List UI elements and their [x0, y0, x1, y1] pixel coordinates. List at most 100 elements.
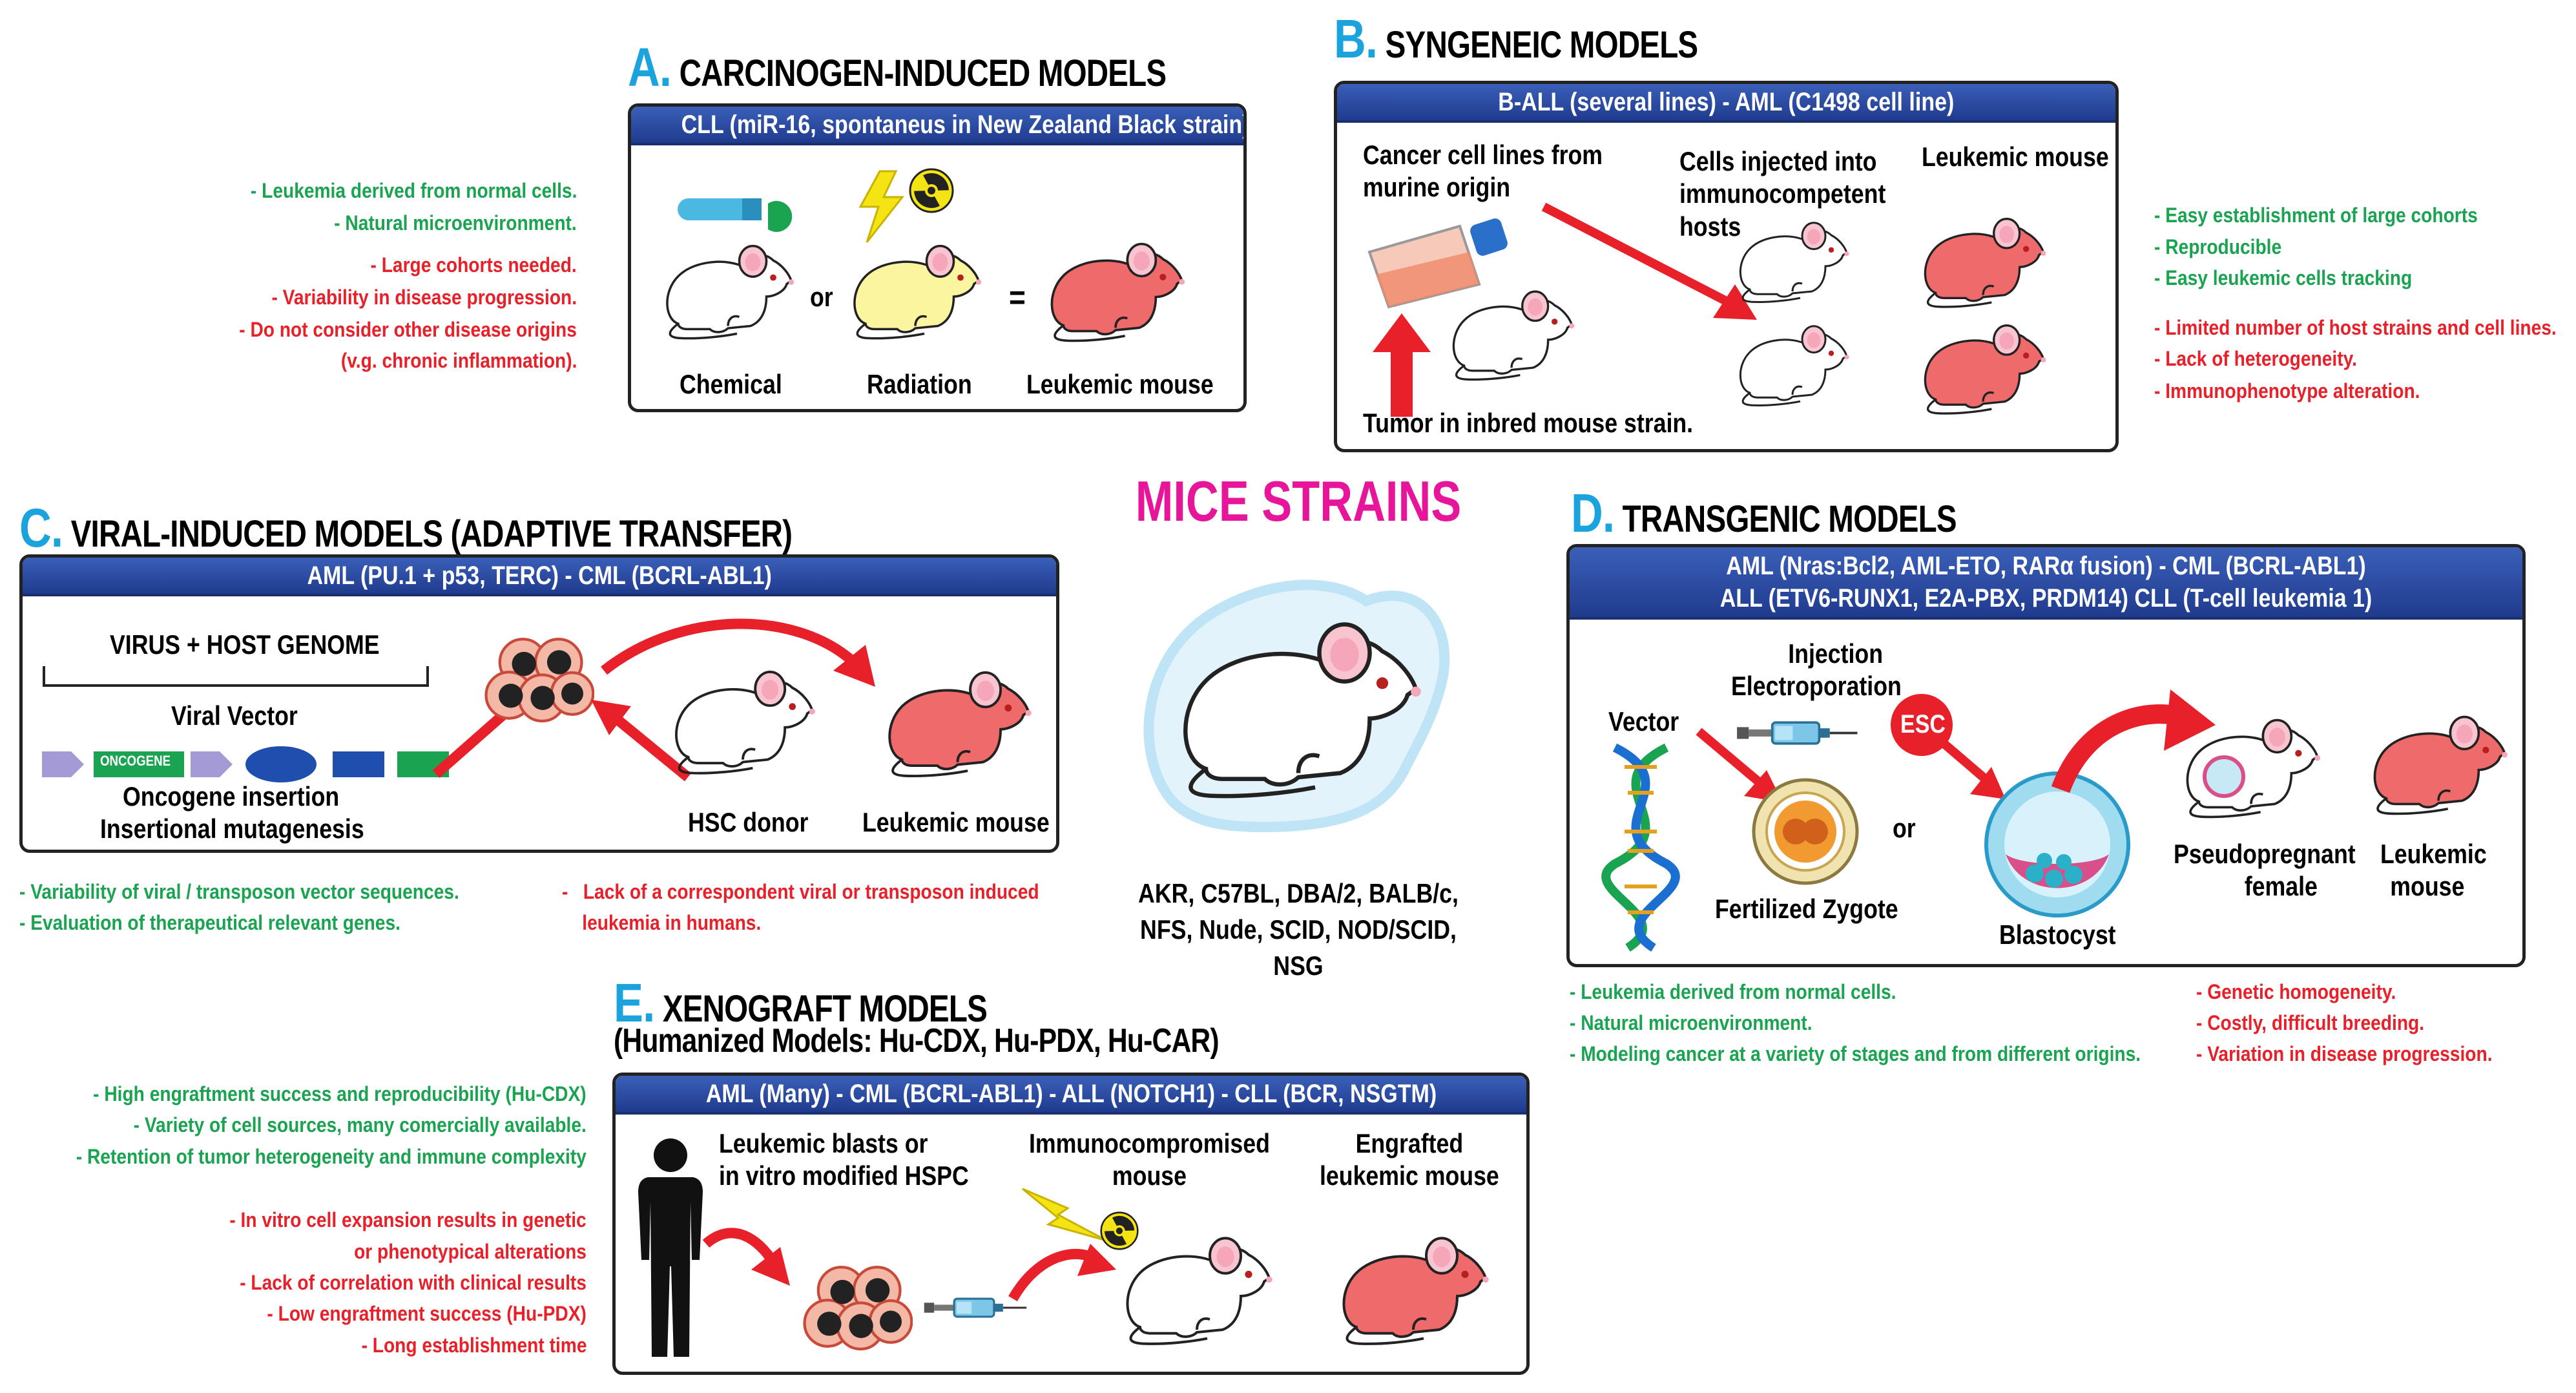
section-letter: A.: [628, 37, 672, 98]
leukemic-cells-icon: [803, 1260, 913, 1354]
radiation-icon: [909, 168, 954, 213]
zygote-icon: [1752, 778, 1859, 885]
arrow-icon: [591, 700, 692, 782]
section-title-text: CARCINOGEN-INDUCED MODELS: [679, 52, 1167, 94]
lightning-icon: [858, 170, 905, 243]
label-line: hosts: [1679, 211, 1741, 242]
mouse-leukemic-icon: [888, 671, 1033, 778]
label-line: Leukemic blasts or: [719, 1128, 928, 1158]
panel-transgenic: AML (Nras:Bcl2, AML-ETO, RARα fusion) - …: [1566, 544, 2526, 967]
virus-label: VIRUS + HOST GENOME: [110, 629, 380, 660]
label-line: female: [2244, 871, 2318, 902]
mouse-white-icon: [1119, 1221, 1274, 1350]
vector-construct-icon: [42, 746, 449, 782]
note-pro: - Variety of cell sources, many comercia…: [133, 1113, 587, 1136]
panel-header-text: ALL (ETV6-RUNX1, E2A-PBX, PRDM14) CLL (T…: [1719, 584, 2373, 613]
hsc-donor-label: HSC donor: [688, 807, 809, 837]
label-line: murine origin: [1363, 172, 1511, 203]
mouse-white-icon: [1739, 325, 1851, 406]
label-line: Leukemic: [2380, 839, 2487, 869]
panel-viral: AML (PU.1 + p53, TERC) - CML (BCRL-ABL1)…: [19, 554, 1059, 853]
vector-label: Viral Vector: [171, 700, 298, 731]
note-pro: - Retention of tumor heterogeneity and i…: [76, 1145, 587, 1168]
cancer-cells-label: Cancer cell lines from murine origin: [1363, 139, 1603, 204]
dna-icon: [1601, 743, 1680, 952]
section-letter: D.: [1571, 483, 1615, 543]
or-label: or: [810, 282, 833, 312]
curved-arrow-icon: [601, 618, 875, 687]
mouse-leukemic-icon: [1924, 217, 2047, 308]
leukemic-label: Leukemic mouse: [2380, 838, 2487, 903]
arrow-icon: [1938, 737, 2006, 799]
equals-label: =: [1009, 279, 1026, 317]
strains-line: AKR, C57BL, DBA/2, BALB/c,: [1138, 878, 1459, 908]
section-d-title: D. TRANSGENIC MODELS: [1571, 486, 1957, 540]
insertion-label: Oncogene insertion: [123, 781, 340, 812]
label-line: Injection: [1788, 638, 1884, 669]
esc-icon: [1891, 694, 1953, 756]
mouse-white-icon: [675, 671, 816, 775]
mouse-leukemic-icon: [1050, 242, 1186, 342]
section-title-text: TRANSGENIC MODELS: [1622, 498, 1957, 540]
section-title-text: VIRAL-INDUCED MODELS (ADAPTIVE TRANSFER): [70, 513, 793, 555]
tumor-label: Tumor in inbred mouse strain.: [1363, 408, 1694, 438]
label-line: Immunocompromised: [1029, 1128, 1270, 1158]
bracket-icon: [43, 666, 429, 687]
label-line: Cancer cell lines from: [1363, 140, 1603, 170]
label-line: Electroporation: [1731, 671, 1902, 702]
injection-label: Injection Electroporation: [1731, 638, 1902, 703]
mouse-leukemic-icon: [1336, 1221, 1491, 1350]
mouse-yellow-icon: [853, 244, 982, 340]
panel-header-bar: CLL (miR-16, spontaneus in New Zealand B…: [631, 107, 1243, 145]
mouse-leukemic-icon: [1924, 324, 2047, 415]
note-con: - In vitro cell expansion results in gen…: [229, 1208, 587, 1231]
curved-arrow-icon: [1008, 1244, 1116, 1302]
mouse-leukemic-icon: [2373, 715, 2509, 815]
label-line: mouse: [1112, 1160, 1187, 1191]
note-pro: - Easy leukemic cells tracking: [2154, 266, 2413, 289]
label-line: mouse: [2390, 871, 2465, 902]
note-con: - Lack of a correspondent viral or trans…: [562, 880, 1039, 903]
engrafted-label: Engrafted leukemic mouse: [1320, 1127, 1499, 1193]
label-line: immunocompetent: [1679, 178, 1886, 209]
note-con: - Do not consider other disease origins: [239, 318, 577, 341]
panel-header-bar: AML (Nras:Bcl2, AML-ETO, RARα fusion) - …: [1570, 547, 2522, 620]
panel-header-bar: AML (Many) - CML (BCRL-ABL1) - ALL (NOTC…: [616, 1076, 1526, 1115]
or-label: or: [1893, 813, 1916, 843]
blasts-label: Leukemic blasts or in vitro modified HSP…: [719, 1127, 969, 1193]
leukemic-label: Leukemic mouse: [1922, 141, 2109, 172]
note-pro: - Variability of viral / transposon vect…: [19, 880, 459, 903]
section-title-text: SYNGENEIC MODELS: [1385, 24, 1699, 66]
blastocyst-label: Blastocyst: [1999, 919, 2116, 950]
note-con: - Genetic homogeneity.: [2196, 980, 2396, 1003]
mouse-center-icon: [1143, 580, 1450, 833]
injected-label: Cells injected into immunocompetent host…: [1679, 145, 1885, 243]
panel-header-bar: B-ALL (several lines) - AML (C1498 cell …: [1337, 84, 2115, 123]
mutagenesis-label: Insertional mutagenesis: [100, 813, 364, 844]
panel-header-text: B-ALL (several lines) - AML (C1498 cell …: [1498, 88, 1955, 116]
strains-line: NFS, Nude, SCID, NOD/SCID, NSG: [1140, 914, 1457, 981]
panel-syngeneic: B-ALL (several lines) - AML (C1498 cell …: [1334, 81, 2119, 452]
panel-header-text: CLL (miR-16, spontaneus in New Zealand B…: [681, 110, 1247, 139]
note-pro: - Modeling cancer at a variety of stages…: [1570, 1042, 2141, 1065]
pseudopregnant-label: Pseudopregnant female: [2174, 838, 2356, 903]
note-con: - Immunophenotype alteration.: [2154, 379, 2420, 403]
mice-strains-title: MICE STRAINS: [1135, 469, 1462, 533]
section-e-title: E. XENOGRAFT MODELS: [614, 976, 988, 1030]
vector-label: Vector: [1608, 706, 1679, 737]
mouse-white-icon: [666, 244, 795, 340]
test-tube-icon: [678, 198, 793, 232]
leukemic-label: Leukemic mouse: [862, 807, 1050, 837]
curved-arrow-icon: [2051, 689, 2216, 793]
section-letter: C.: [19, 498, 63, 558]
panel-header-bar: AML (PU.1 + p53, TERC) - CML (BCRL-ABL1): [23, 558, 1056, 596]
label-line: Pseudopregnant: [2174, 839, 2356, 869]
section-b-title: B. SYNGENEIC MODELS: [1334, 12, 1698, 66]
panel-carcinogen: CLL (miR-16, spontaneus in New Zealand B…: [628, 103, 1247, 412]
panel-header-text: AML (Many) - CML (BCRL-ABL1) - ALL (NOTC…: [705, 1080, 1437, 1108]
panel-header-text: AML (Nras:Bcl2, AML-ETO, RARα fusion) - …: [1726, 552, 2366, 580]
esc-label: ESC: [1900, 710, 1946, 738]
radiation-label: Radiation: [867, 369, 972, 399]
note-con: - Large cohorts needed.: [370, 253, 577, 277]
note-pro: - Natural microenvironment.: [334, 211, 577, 235]
